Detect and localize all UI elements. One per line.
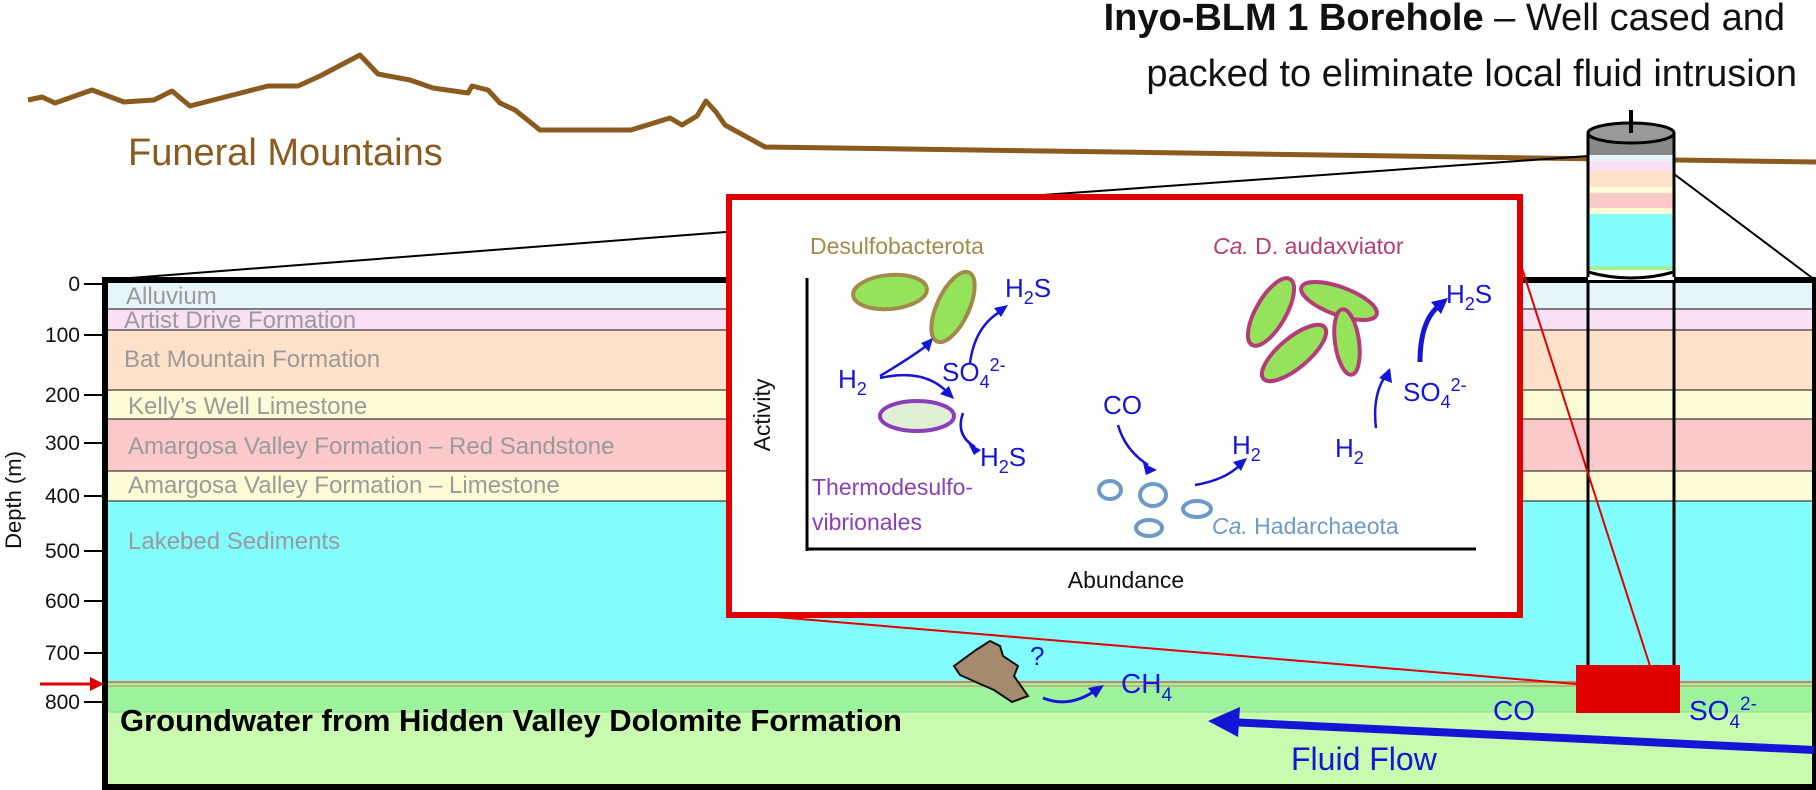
mountain-ridge bbox=[27, 52, 1816, 165]
groundwater-label: Groundwater from Hidden Valley Dolomite … bbox=[120, 703, 902, 738]
ch4-label: CH4 bbox=[1121, 668, 1172, 706]
cell-audax-2 bbox=[1299, 280, 1379, 322]
depth-axis: 0 100 200 300 400 500 600 700 800 Depth … bbox=[1, 273, 104, 714]
tick-600: 600 bbox=[45, 590, 80, 613]
borehole bbox=[1576, 110, 1680, 713]
tick-300: 300 bbox=[45, 432, 80, 455]
tick-500: 500 bbox=[45, 540, 80, 563]
red-marker-arrow bbox=[40, 677, 104, 691]
tick-400: 400 bbox=[45, 485, 80, 508]
funeral-mountains-label: Funeral Mountains bbox=[128, 132, 443, 174]
co-label: CO bbox=[1493, 695, 1535, 726]
groundwater-base bbox=[105, 712, 1815, 790]
inset-box bbox=[726, 194, 1523, 618]
taxon-thermodesulfo-2: vibrionales bbox=[812, 509, 922, 535]
title-line-2: packed to eliminate local fluid intrusio… bbox=[1146, 53, 1797, 95]
taxon-desulfobacterota: Desulfobacterota bbox=[810, 233, 984, 259]
cell-desulfobacterota-2 bbox=[929, 269, 977, 345]
packer-block bbox=[1576, 665, 1680, 713]
layer-label-alluvium: Alluvium bbox=[126, 283, 217, 310]
chem-so4-left: SO42- bbox=[942, 355, 1006, 392]
tick-800: 800 bbox=[45, 691, 80, 714]
cell-audax-4 bbox=[1332, 307, 1362, 377]
layer-label-bat-mountain: Bat Mountain Formation bbox=[124, 346, 380, 373]
taxon-hadarchaeota: Ca. Hadarchaeota bbox=[1212, 513, 1399, 539]
tick-100: 100 bbox=[45, 324, 80, 347]
zoom-line-left bbox=[999, 155, 1589, 199]
chem-co-inset: CO bbox=[1103, 390, 1142, 420]
layer-label-red-sandstone: Amargosa Valley Formation – Red Sandston… bbox=[128, 433, 614, 460]
inset-axes: Activity Abundance bbox=[749, 278, 1476, 593]
ch4-arrow bbox=[1042, 690, 1094, 704]
fluid-flow-label: Fluid Flow bbox=[1291, 741, 1438, 777]
taxon-thermodesulfo-1: Thermodesulfo- bbox=[812, 474, 973, 500]
zoom-line-top bbox=[104, 231, 727, 281]
chem-h2s-bottom: H2S bbox=[980, 442, 1026, 477]
chem-h2-right: H2 bbox=[1335, 433, 1364, 468]
cell-desulfobacterota-1 bbox=[851, 272, 929, 312]
inset-x-label: Abundance bbox=[1068, 567, 1184, 593]
layer-label-kellys-well: Kelly’s Well Limestone bbox=[128, 393, 367, 420]
title-line-1: Inyo-BLM 1 Borehole – Well cased and bbox=[1104, 0, 1785, 39]
cells-hadarchaeota bbox=[1097, 479, 1213, 538]
groundwater-band bbox=[105, 682, 1815, 712]
chem-h2s-top: H2S bbox=[1005, 273, 1051, 308]
chem-h2-left: H2 bbox=[838, 364, 867, 399]
cell-audax-3 bbox=[1259, 322, 1329, 384]
depth-axis-label: Depth (m) bbox=[1, 451, 26, 549]
tick-700: 700 bbox=[45, 642, 80, 665]
layer-label-limestone: Amargosa Valley Formation – Limestone bbox=[128, 472, 560, 499]
so4-label: SO42- bbox=[1689, 694, 1757, 733]
layer-label-artist-drive: Artist Drive Formation bbox=[124, 307, 356, 334]
fluid-flow-arrow bbox=[1227, 718, 1815, 754]
tick-0: 0 bbox=[68, 273, 80, 296]
tick-200: 200 bbox=[45, 384, 80, 407]
taxon-audaxviator: Ca. D. audaxviator bbox=[1213, 233, 1404, 259]
question-mark: ? bbox=[1030, 641, 1044, 671]
chem-h2s-right: H2S bbox=[1446, 279, 1492, 314]
zoom-line-right bbox=[1673, 173, 1816, 281]
rock bbox=[952, 639, 1030, 704]
layer-label-lakebed: Lakebed Sediments bbox=[128, 528, 340, 555]
inset-link-bottom bbox=[763, 615, 1577, 685]
inset-y-label: Activity bbox=[749, 378, 775, 451]
cell-thermodesulfo bbox=[878, 399, 956, 433]
chem-h2-mid: H2 bbox=[1232, 430, 1261, 465]
cell-audax-1 bbox=[1245, 276, 1297, 348]
chem-so4-right: SO42- bbox=[1403, 375, 1467, 412]
inset-link-right bbox=[1519, 261, 1651, 667]
